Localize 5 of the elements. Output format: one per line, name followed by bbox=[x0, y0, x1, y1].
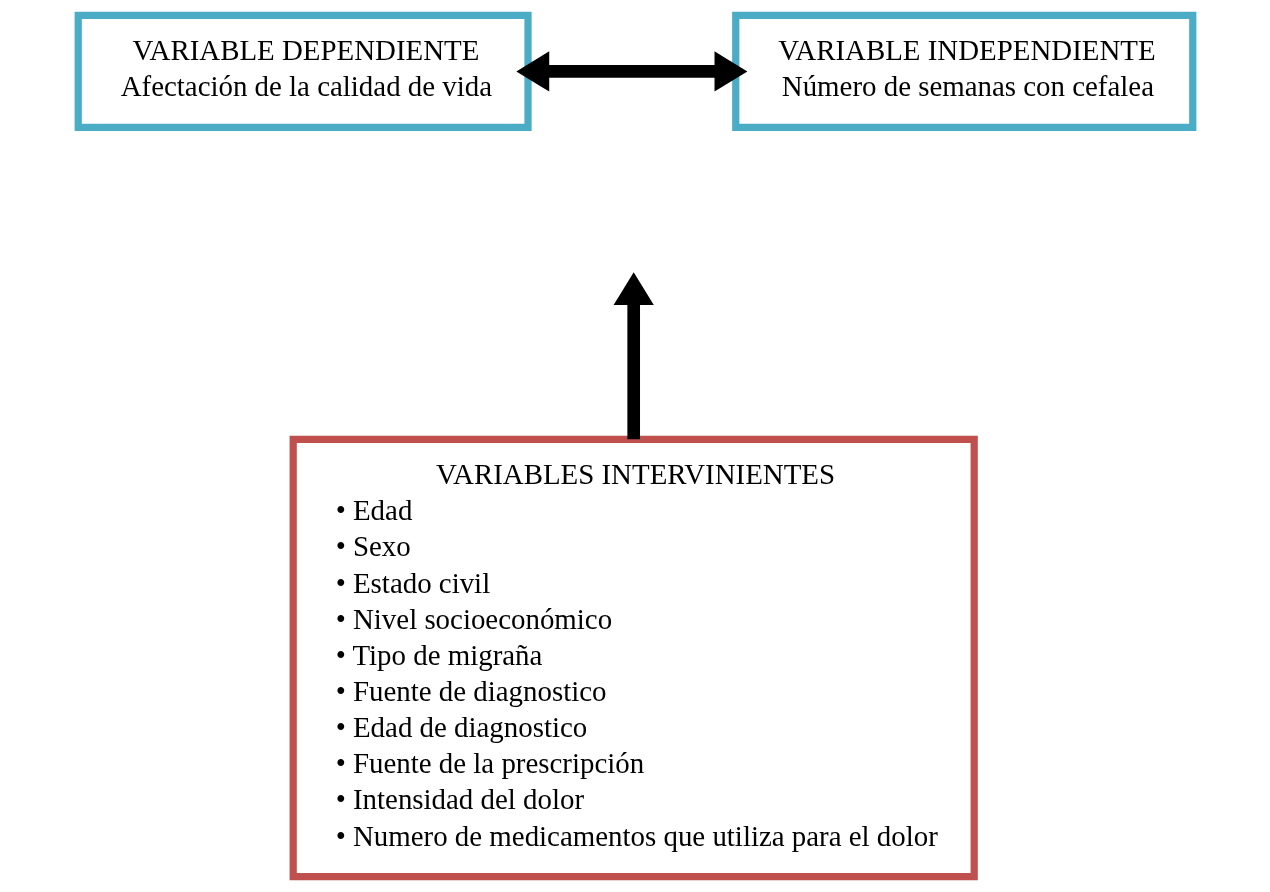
node-box: VARIABLES INTERVINIENTES • Edad • Sexo • Estado civil • Nivel socioeconómico • Tipo de migraña • Fuente de diagnostico • Edad de diagnostico • Fuente de la prescripción • Intensidad del dolor • Numero de medicamentos que utiliza para el dolor bbox=[289, 435, 978, 881]
node-box: VARIABLE DEPENDIENTE Afectación de la calidad de vida bbox=[74, 11, 532, 132]
arrow bbox=[515, 51, 747, 92]
node-box: VARIABLE INDEPENDIENTE Número de semanas con cefalea bbox=[731, 11, 1196, 132]
arrow bbox=[613, 272, 654, 440]
